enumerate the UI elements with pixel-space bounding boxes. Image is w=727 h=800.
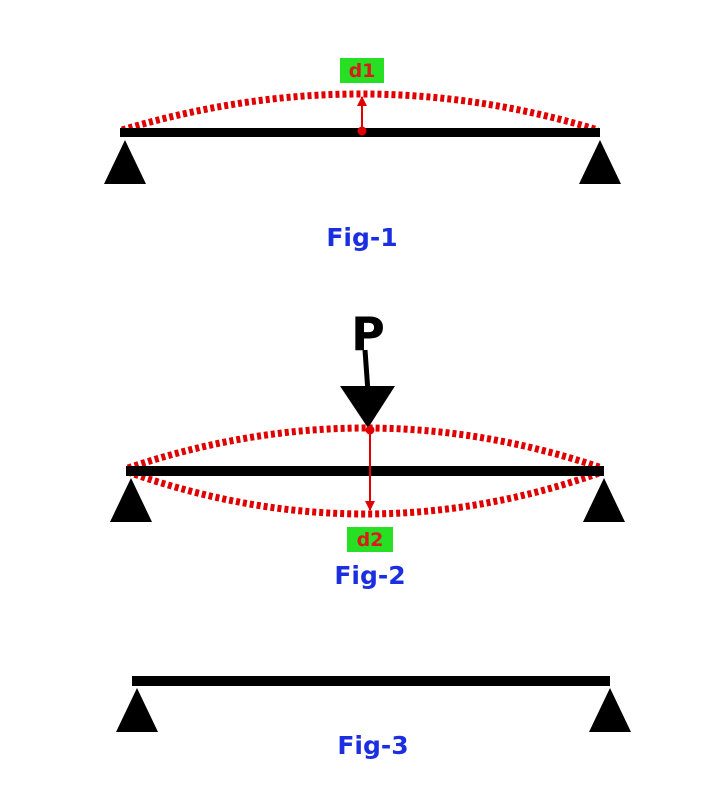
deflection-tag-d2: d2 [357, 529, 384, 551]
triangle-support-icon [110, 478, 152, 522]
deflected-shape-lower [126, 468, 604, 518]
beam [132, 676, 610, 686]
deflection-tag-d1: d1 [349, 60, 376, 82]
figure-caption: Fig-1 [326, 223, 397, 252]
load-point [365, 425, 375, 435]
arrow-down-icon [340, 386, 395, 428]
triangle-support-icon [579, 140, 621, 184]
triangle-support-icon [589, 688, 631, 732]
midspan-point [357, 126, 367, 136]
figure-caption: Fig-3 [337, 731, 408, 760]
figure-2: P d2 Fig-2 [110, 307, 625, 590]
deflection-tag-d2-bg [347, 527, 393, 552]
figure-1: d1 Fig-1 [104, 58, 621, 252]
load-arrow-shaft [362, 349, 371, 393]
load-label: P [351, 307, 385, 361]
figure-caption: Fig-2 [334, 561, 405, 590]
deflected-shape-upward [120, 90, 600, 134]
deflected-shape-upper [126, 424, 604, 472]
figure-3: Fig-3 [116, 676, 631, 760]
triangle-support-icon [583, 478, 625, 522]
beam [126, 466, 604, 476]
triangle-support-icon [104, 140, 146, 184]
triangle-support-icon [116, 688, 158, 732]
deflection-tag-d1-bg [340, 58, 384, 83]
